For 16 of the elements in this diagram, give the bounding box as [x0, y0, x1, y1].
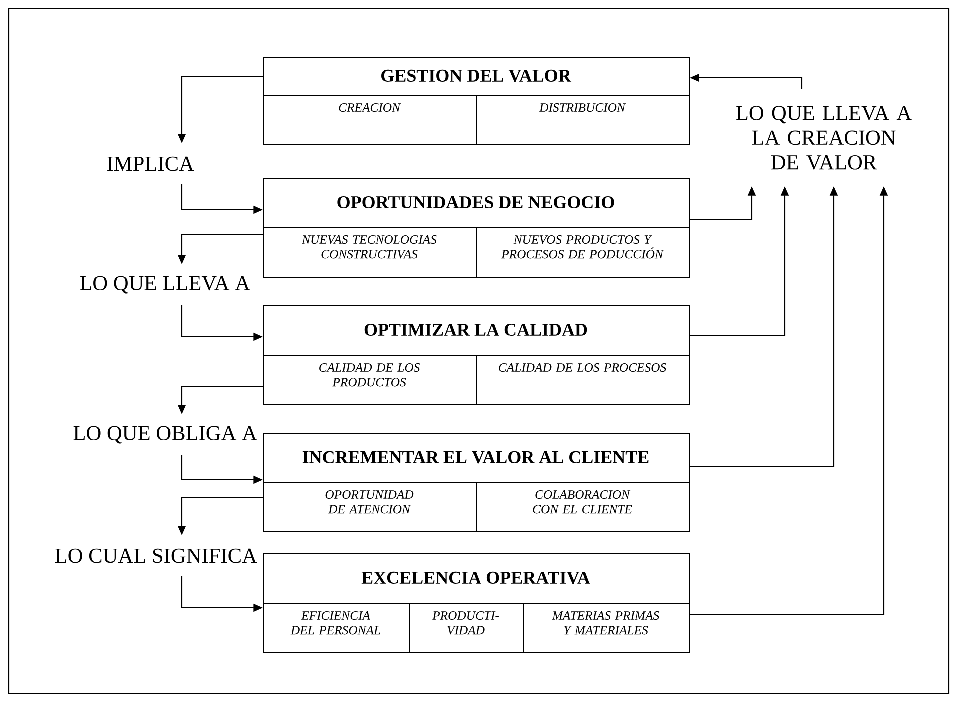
category-cell: PRODUCTI- VIDAD	[409, 603, 524, 654]
category-cell: CALIDAD DE LOS PROCESOS	[476, 355, 690, 406]
category-cell: NUEVOS PRODUCTOS Y PROCESOS DE PODUCCIÓN	[476, 227, 690, 278]
category-cell: CREACION	[263, 95, 478, 146]
connector-text: LO QUE LLEVA A LA CREACION DE VALOR	[736, 106, 912, 170]
category-cell: CALIDAD DE LOS PRODUCTOS	[263, 355, 478, 406]
connector-text: LO QUE OBLIGA A	[74, 426, 258, 444]
category-cell: OPORTUNIDAD DE ATENCION	[263, 482, 478, 532]
connector-text: IMPLICA	[108, 156, 194, 172]
category-cell: COLABORACION CON EL CLIENTE	[476, 482, 690, 532]
connector-text: LO QUE LLEVA A	[80, 276, 250, 294]
connector-text: LO CUAL SIGNIFICA	[55, 548, 258, 564]
category-cell: DISTRIBUCION	[476, 95, 690, 146]
category-cell: NUEVAS TECNOLOGIAS CONSTRUCTIVAS	[263, 227, 478, 278]
category-cell: MATERIAS PRIMAS Y MATERIALES	[523, 603, 690, 654]
category-cell: EFICIENCIA DEL PERSONAL	[263, 603, 410, 654]
